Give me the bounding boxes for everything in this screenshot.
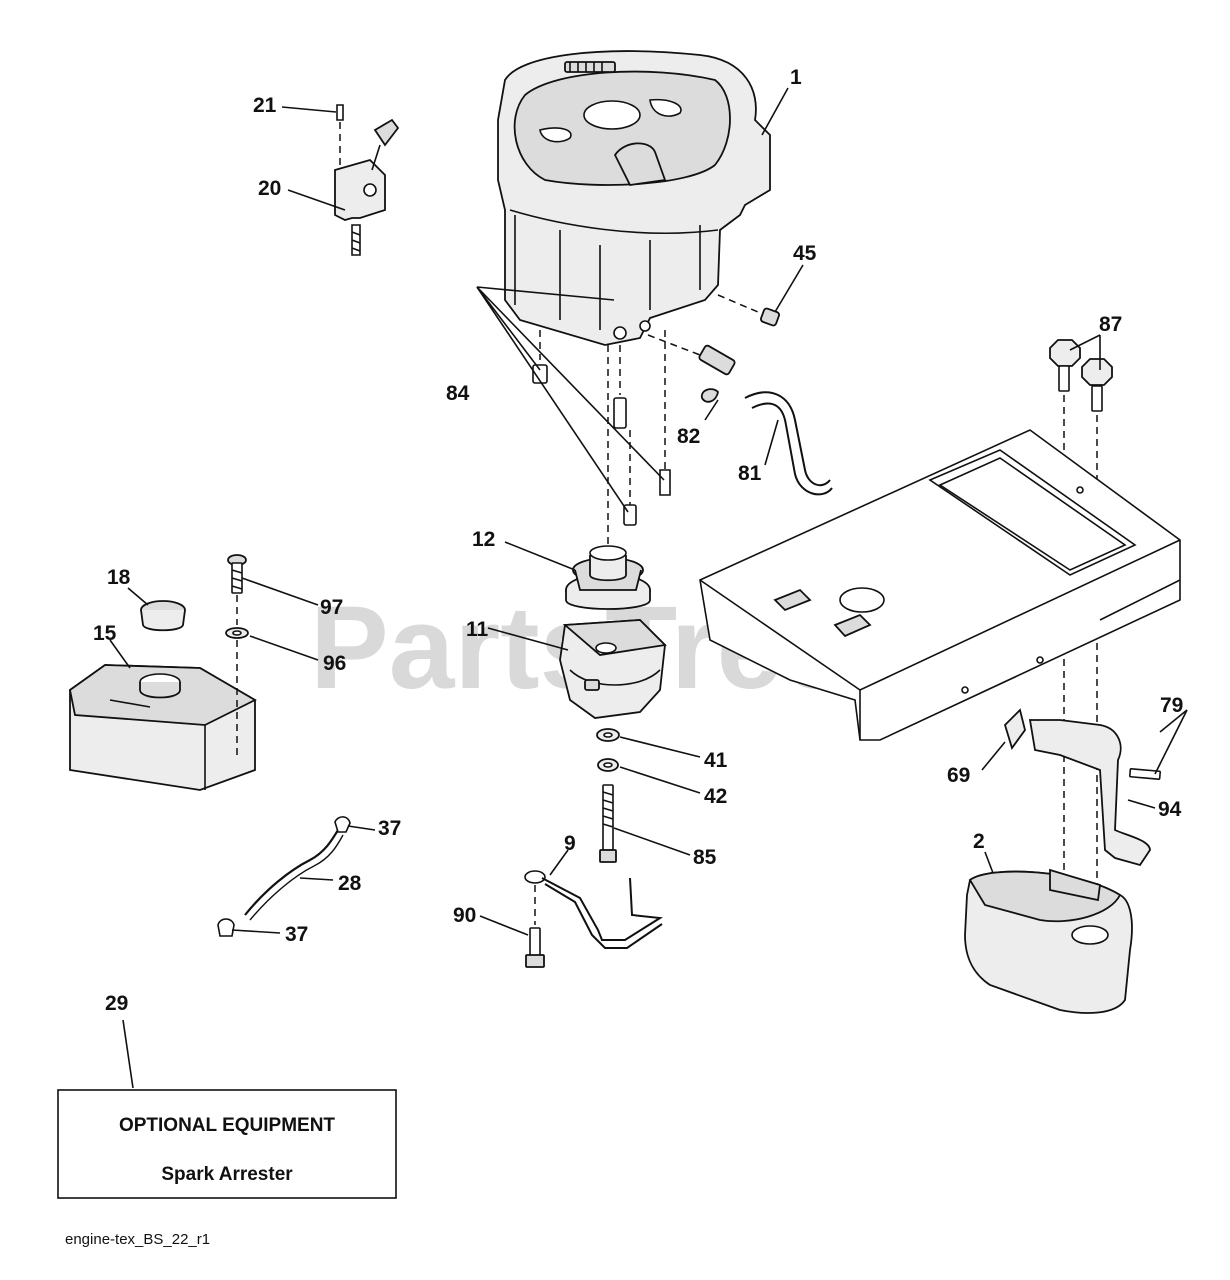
callout-12: 12 <box>472 528 495 551</box>
bolt-90-drawing <box>525 885 545 968</box>
leader-lines <box>109 87 1188 1089</box>
clutch-11-drawing <box>559 619 667 719</box>
callout-82: 82 <box>677 425 700 448</box>
callout-97: 97 <box>320 596 343 619</box>
callout-15: 15 <box>93 622 117 645</box>
fuel-hose-81-drawing <box>744 391 833 496</box>
callout-81: 81 <box>738 462 762 485</box>
callout-18: 18 <box>107 566 131 589</box>
fuel-cap-18-drawing <box>140 600 186 632</box>
drawing-reference: engine-tex_BS_22_r1 <box>65 1231 210 1248</box>
washers-41-42-drawing <box>596 728 620 772</box>
optional-equipment-box: OPTIONAL EQUIPMENT Spark Arrester <box>57 1089 397 1199</box>
callout-28: 28 <box>338 872 362 895</box>
frame-drawing <box>699 429 1181 741</box>
fitting-82-drawing <box>647 334 736 403</box>
bolts-87-drawing <box>1049 339 1113 900</box>
callout-45: 45 <box>793 242 817 265</box>
callout-11: 11 <box>466 618 489 641</box>
callout-94: 94 <box>1158 798 1182 821</box>
optional-equipment-title: OPTIONAL EQUIPMENT <box>119 1115 335 1136</box>
exhaust-pipe-94-drawing <box>1028 719 1151 867</box>
optional-equipment-item: Spark Arrester <box>161 1164 293 1185</box>
bracket-9-drawing <box>524 870 663 949</box>
callout-79: 79 <box>1160 694 1183 717</box>
callout-84: 84 <box>446 382 470 405</box>
throttle-control-20-drawing <box>334 104 400 256</box>
callout-29: 29 <box>105 992 128 1015</box>
callout-87: 87 <box>1099 313 1122 336</box>
callout-90: 90 <box>453 904 476 927</box>
callout-2: 2 <box>973 830 985 853</box>
clamp-37-top-drawing <box>334 816 351 833</box>
fuel-line-28-drawing <box>244 829 344 921</box>
screw-97-drawing <box>227 554 247 594</box>
bolt-85-drawing <box>599 784 617 863</box>
pulley-12-drawing <box>565 545 651 610</box>
callout-69: 69 <box>947 764 970 787</box>
callout-85: 85 <box>693 846 717 869</box>
bolts-84-drawing <box>532 330 671 526</box>
nut-45-drawing <box>717 294 780 327</box>
washer-96-drawing <box>225 595 249 760</box>
callout-96: 96 <box>323 652 346 675</box>
engine-drawing <box>497 50 771 346</box>
callout-37-top: 37 <box>378 817 401 840</box>
callout-41: 41 <box>704 749 728 772</box>
gasket-69-drawing <box>1003 708 1026 750</box>
callout-21: 21 <box>253 94 277 117</box>
clamp-37-bottom-drawing <box>217 918 235 937</box>
fuel-tank-15-drawing <box>69 664 257 791</box>
callout-1: 1 <box>790 66 802 89</box>
callout-42: 42 <box>704 785 727 808</box>
callout-9: 9 <box>564 832 576 855</box>
muffler-2-drawing <box>964 868 1133 1014</box>
callout-20: 20 <box>258 177 281 200</box>
callout-37-bottom: 37 <box>285 923 308 946</box>
